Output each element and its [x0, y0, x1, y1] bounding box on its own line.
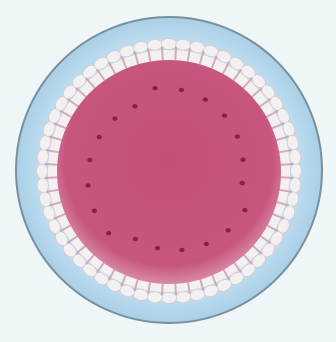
- scallop-shadow: [162, 283, 163, 295]
- scallop-bump: [37, 164, 48, 179]
- inner-disc: [57, 60, 281, 284]
- dot: [153, 86, 158, 90]
- scallop-shadow: [162, 47, 163, 59]
- dot: [106, 231, 111, 235]
- scallop-shadow: [281, 177, 293, 178]
- scallop-shadow: [281, 164, 293, 165]
- dot: [179, 248, 184, 252]
- scallop-bump: [162, 293, 177, 304]
- dot: [240, 158, 245, 162]
- dot: [155, 246, 160, 250]
- scallop-shadow: [175, 283, 176, 295]
- dot: [92, 209, 97, 213]
- dot: [179, 88, 184, 92]
- scallop-shadow: [45, 164, 57, 165]
- dot: [226, 228, 231, 232]
- dot: [240, 181, 245, 185]
- dot: [97, 135, 102, 139]
- scallop-shadow: [45, 177, 57, 178]
- scallop-bump: [162, 39, 177, 50]
- dot: [235, 134, 240, 138]
- dot: [242, 208, 247, 212]
- dot: [204, 242, 209, 246]
- dot: [133, 237, 138, 241]
- dot: [112, 116, 117, 120]
- scallop-shadow: [175, 47, 176, 59]
- dot: [222, 114, 227, 118]
- dot: [203, 97, 208, 101]
- dot: [87, 158, 92, 162]
- scallop-bump: [291, 164, 302, 179]
- dot: [132, 104, 137, 108]
- dot: [86, 183, 91, 187]
